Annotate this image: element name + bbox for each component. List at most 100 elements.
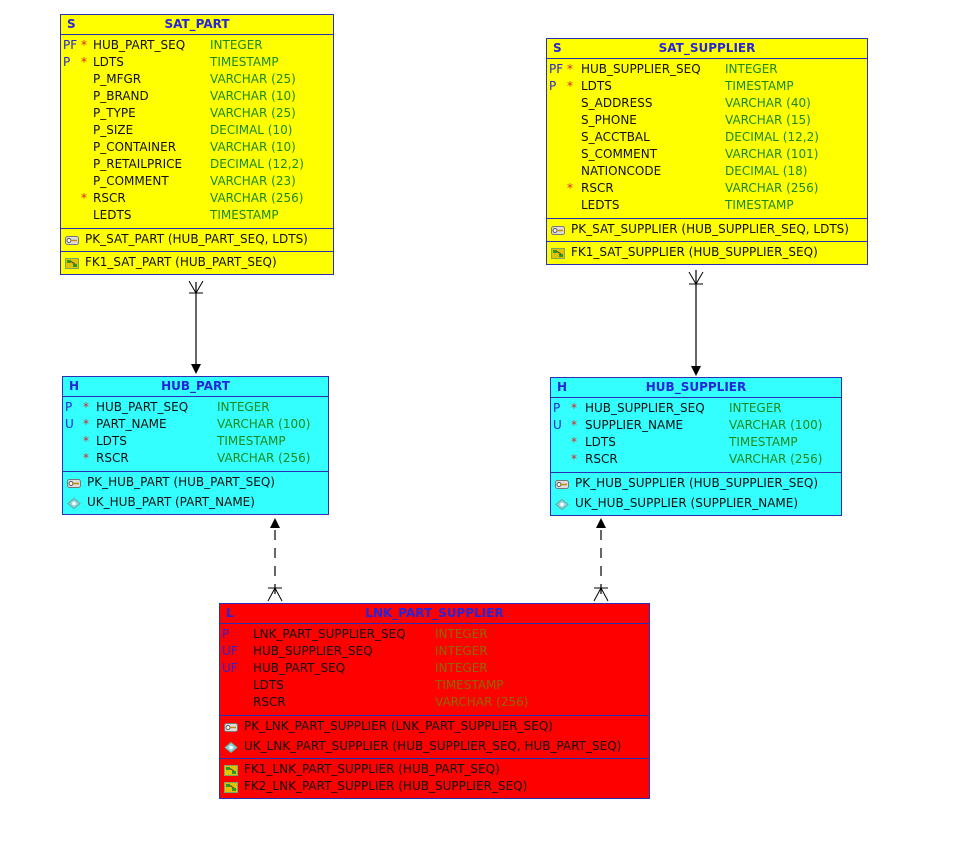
column-name: LDTS bbox=[253, 678, 284, 692]
column-type: TIMESTAMP bbox=[725, 198, 794, 212]
entity-header[interactable]: H HUB_PART bbox=[63, 377, 328, 397]
fk-constraint[interactable]: FK1_SAT_PART (HUB_PART_SEQ) bbox=[61, 254, 333, 271]
column-name: HUB_SUPPLIER_SEQ bbox=[585, 401, 705, 415]
column-type: DECIMAL (12,2) bbox=[725, 130, 819, 144]
entity-name: HUB_PART bbox=[161, 379, 230, 393]
column-key-flag: U bbox=[553, 418, 562, 432]
required-marker: * bbox=[571, 452, 577, 466]
pk-constraint[interactable]: PK_HUB_PART (HUB_PART_SEQ) bbox=[63, 474, 328, 491]
column-type: VARCHAR (256) bbox=[210, 191, 304, 205]
column-name: RSCR bbox=[585, 452, 618, 466]
entity-type-label: S bbox=[67, 17, 76, 31]
column-key-flag: P bbox=[65, 400, 73, 414]
fk-constraint[interactable]: FK2_LNK_PART_SUPPLIER (HUB_SUPPLIER_SEQ) bbox=[220, 778, 649, 795]
unique-key-icon bbox=[224, 741, 238, 754]
foreign-key-icon bbox=[551, 247, 565, 259]
required-marker: * bbox=[567, 62, 573, 76]
constraint-label: FK2_LNK_PART_SUPPLIER (HUB_SUPPLIER_SEQ) bbox=[244, 779, 528, 793]
entity-header[interactable]: L LNK_PART_SUPPLIER bbox=[220, 604, 649, 624]
primary-key-section: PK_HUB_SUPPLIER (HUB_SUPPLIER_SEQ) bbox=[551, 473, 841, 495]
column-type: TIMESTAMP bbox=[435, 678, 504, 692]
pk-constraint[interactable]: PK_HUB_SUPPLIER (HUB_SUPPLIER_SEQ) bbox=[551, 475, 841, 492]
column-key-flag: UF bbox=[222, 644, 238, 658]
required-marker: * bbox=[81, 38, 87, 52]
entity-type-label: H bbox=[69, 379, 80, 393]
fk-constraint[interactable]: FK1_LNK_PART_SUPPLIER (HUB_PART_SEQ) bbox=[220, 761, 649, 778]
uk-constraint[interactable]: UK_LNK_PART_SUPPLIER (HUB_SUPPLIER_SEQ, … bbox=[220, 738, 649, 755]
pk-constraint[interactable]: PK_LNK_PART_SUPPLIER (LNK_PART_SUPPLIER_… bbox=[220, 718, 649, 735]
foreign-key-section: FK1_SAT_PART (HUB_PART_SEQ) bbox=[61, 251, 333, 274]
column-name: P_TYPE bbox=[93, 106, 136, 120]
unique-key-icon bbox=[555, 498, 569, 511]
required-marker: * bbox=[83, 434, 89, 448]
pk-constraint[interactable]: PK_SAT_PART (HUB_PART_SEQ, LDTS) bbox=[61, 231, 333, 248]
fk-constraint[interactable]: FK1_SAT_SUPPLIER (HUB_SUPPLIER_SEQ) bbox=[547, 244, 867, 261]
entity-header[interactable]: H HUB_SUPPLIER bbox=[551, 378, 841, 398]
column-name: RSCR bbox=[96, 451, 129, 465]
column-name: HUB_PART_SEQ bbox=[96, 400, 189, 414]
uk-constraint[interactable]: UK_HUB_SUPPLIER (SUPPLIER_NAME) bbox=[551, 495, 841, 512]
entity-header[interactable]: S SAT_PART bbox=[61, 15, 333, 35]
required-marker: * bbox=[83, 451, 89, 465]
column-row[interactable]: LDTS TIMESTAMP bbox=[220, 677, 649, 694]
entity-type-label: S bbox=[553, 41, 562, 55]
rel-lnk-hub-supplier[interactable] bbox=[593, 518, 609, 602]
uk-constraint[interactable]: UK_HUB_PART (PART_NAME) bbox=[63, 494, 328, 511]
primary-key-section: PK_SAT_PART (HUB_PART_SEQ, LDTS) bbox=[61, 229, 333, 251]
column-name: RSCR bbox=[581, 181, 614, 195]
column-type: DECIMAL (10) bbox=[210, 123, 293, 137]
column-type: INTEGER bbox=[729, 401, 782, 415]
column-type: INTEGER bbox=[435, 661, 488, 675]
entity-header[interactable]: S SAT_SUPPLIER bbox=[547, 39, 867, 59]
rel-sat-part-hub-part[interactable] bbox=[188, 280, 204, 374]
column-row[interactable]: LEDTS TIMESTAMP bbox=[547, 197, 867, 214]
entity-name: SAT_SUPPLIER bbox=[658, 41, 756, 55]
column-type: VARCHAR (256) bbox=[435, 695, 529, 709]
rel-lnk-hub-part[interactable] bbox=[267, 518, 283, 602]
constraint-label: UK_HUB_SUPPLIER (SUPPLIER_NAME) bbox=[575, 496, 799, 510]
column-name: PART_NAME bbox=[96, 417, 167, 431]
column-name: LEDTS bbox=[581, 198, 620, 212]
column-type: VARCHAR (40) bbox=[725, 96, 811, 110]
column-key-flag: PF bbox=[549, 62, 564, 76]
rel-sat-supplier-hub-supplier[interactable] bbox=[688, 270, 704, 376]
pk-constraint[interactable]: PK_SAT_SUPPLIER (HUB_SUPPLIER_SEQ, LDTS) bbox=[547, 221, 867, 238]
